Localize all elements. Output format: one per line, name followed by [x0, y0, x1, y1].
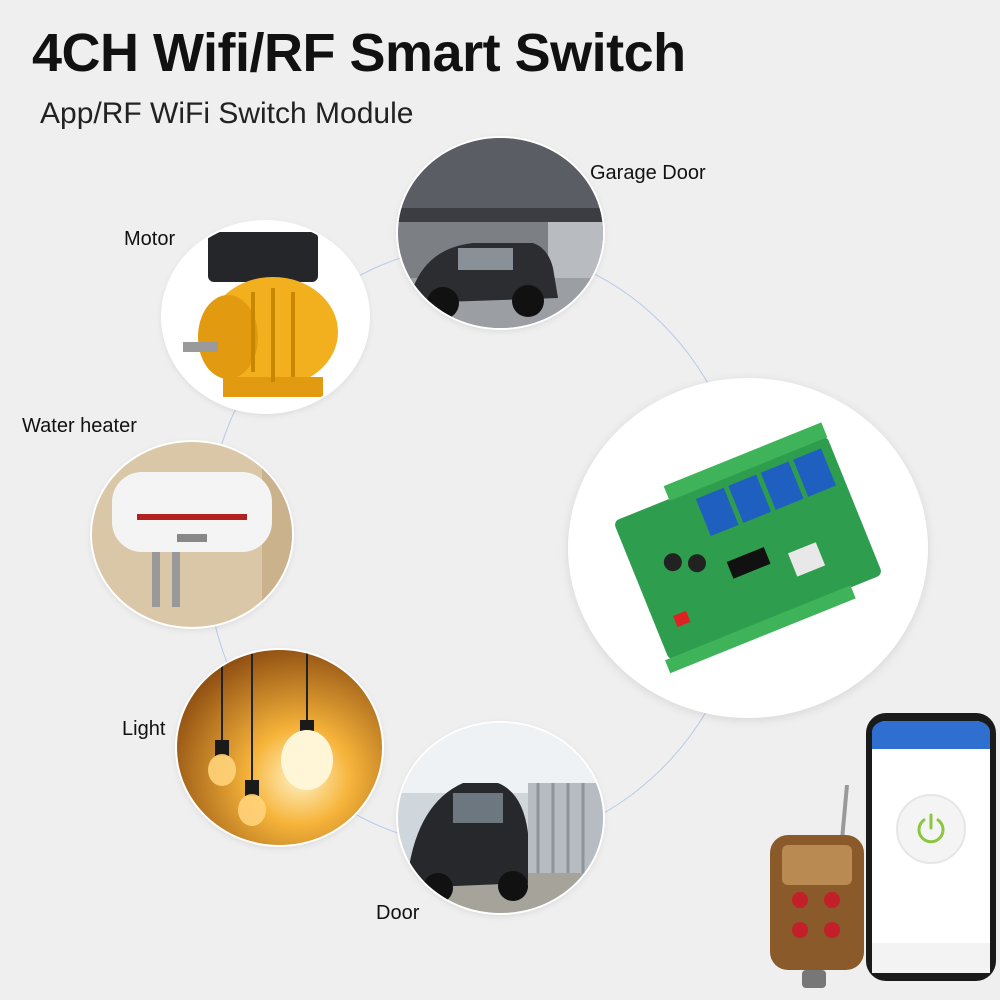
relay-module-image — [568, 378, 928, 718]
smartphone-app-image — [866, 713, 996, 981]
label-door: Door — [376, 902, 420, 924]
water-heater-image — [92, 442, 292, 627]
label-light: Light — [122, 718, 166, 740]
label-garage-door: Garage Door — [590, 162, 706, 184]
motor-image — [163, 222, 368, 412]
page-subtitle: App/RF WiFi Switch Module — [40, 97, 414, 130]
power-icon — [917, 813, 945, 844]
label-water-heater: Water heater — [22, 415, 137, 437]
page-title: 4CH Wifi/RF Smart Switch — [32, 23, 686, 83]
rf-remote-image — [762, 784, 872, 990]
label-motor: Motor — [124, 228, 176, 250]
door-image — [398, 723, 603, 913]
garage-door-image — [398, 138, 603, 328]
light-image — [177, 650, 382, 845]
